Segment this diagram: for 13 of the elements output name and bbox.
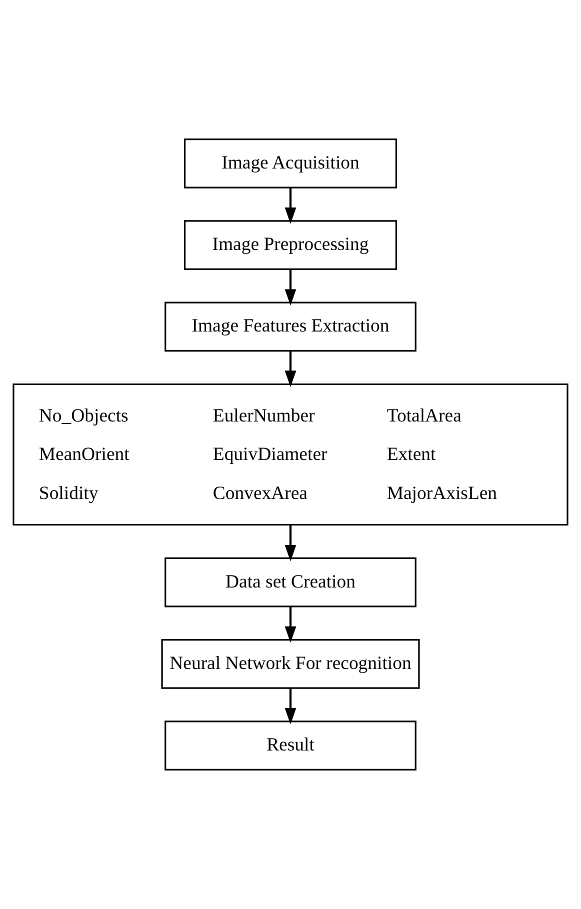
arrow (284, 524, 296, 562)
node-box: No_Objects EulerNumber TotalArea MeanOrient EquivDiameter Extent Solidity ConvexArea MajorAxisLen (12, 383, 568, 526)
arrow (284, 688, 296, 724)
node-box: Image Features Extraction (164, 302, 416, 352)
arrow (284, 188, 296, 224)
arrow (284, 606, 296, 643)
node-box: Image Preprocessing (184, 220, 398, 270)
node-box: Result (164, 720, 416, 770)
node-box: Data set Creation (164, 557, 416, 608)
arrow (284, 269, 296, 306)
node-box: Image Acquisition (184, 138, 398, 188)
arrow (284, 351, 296, 388)
node-box: Neural Network For recognition (161, 639, 420, 689)
